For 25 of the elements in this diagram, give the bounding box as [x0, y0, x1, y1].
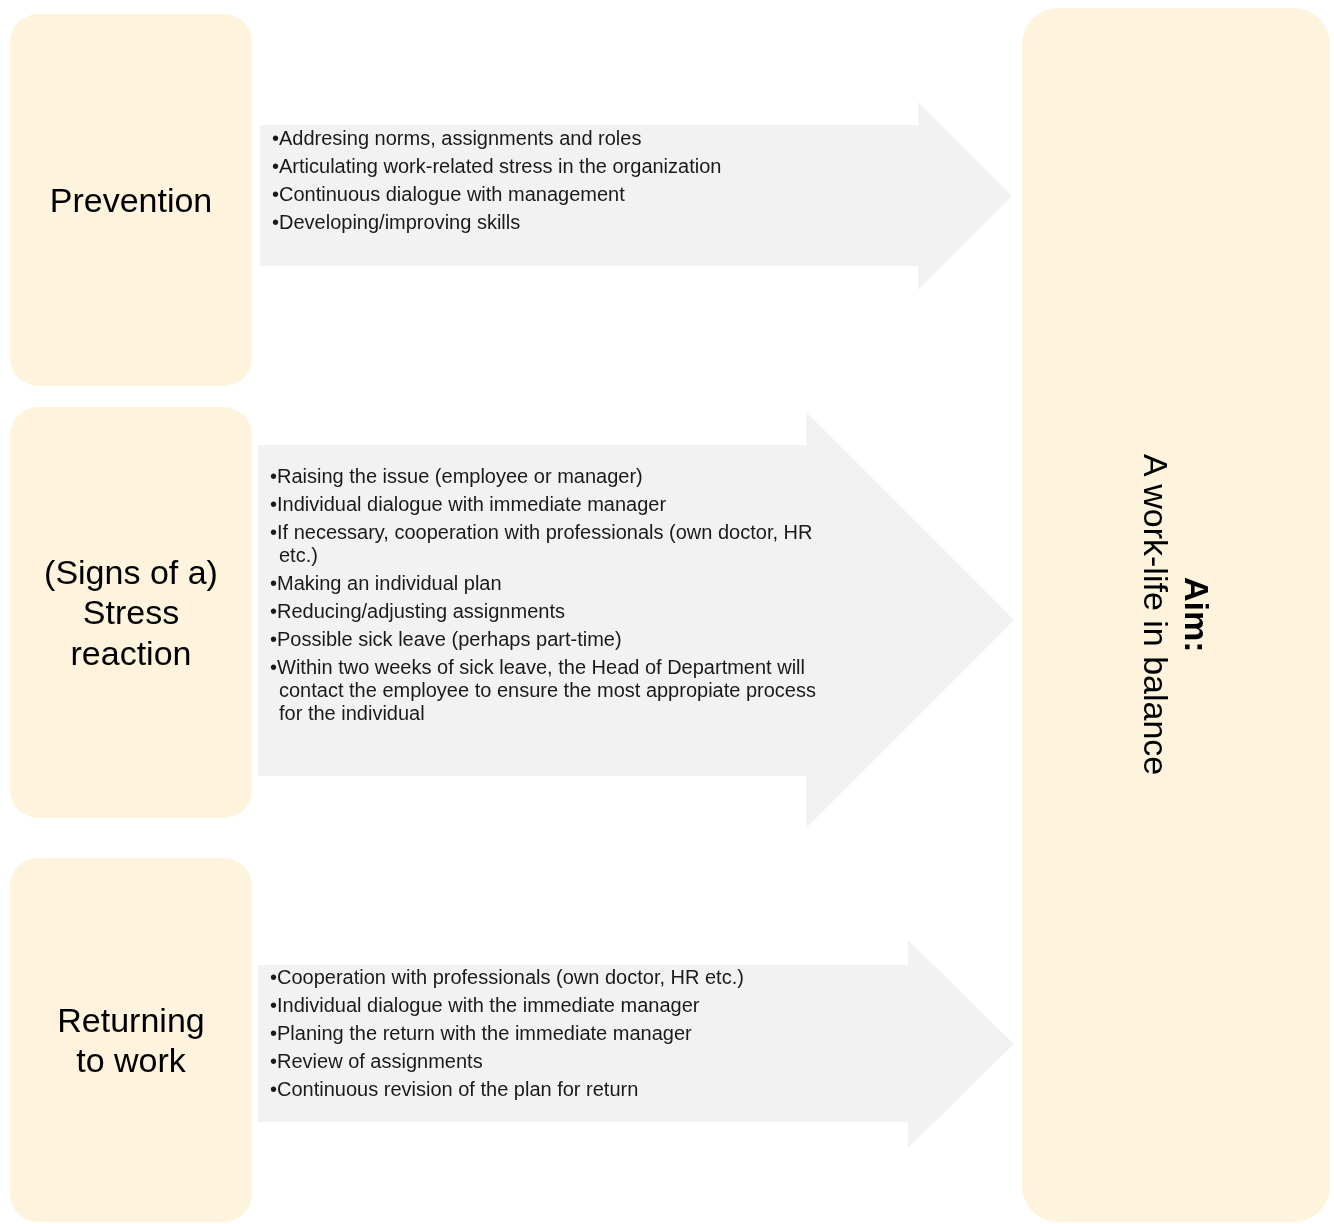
- goal-heading: Aim:: [1176, 577, 1217, 653]
- bullet-item: •Possible sick leave (perhaps part-time): [270, 628, 623, 651]
- bullet-item: •Planing the return with the immediate manager: [270, 1022, 693, 1045]
- bullet-item: •Review of assignments: [270, 1050, 484, 1073]
- bullet-item: •Articulating work-related stress in the organization: [272, 155, 723, 178]
- bullet-item: •Individual dialogue with the immediate manager: [270, 994, 701, 1017]
- bullet-item: •Addresing norms, assignments and roles: [272, 127, 643, 150]
- bullet-item: •Continuous dialogue with management: [272, 183, 626, 206]
- goal-box: [1022, 8, 1330, 1222]
- stage-label: Prevention: [49, 179, 213, 221]
- bullet-item: •Within two weeks of sick leave, the Head of Department will contact the employee to ensure the most appropiate process for the individual: [270, 656, 817, 725]
- stage-label: Returning to work: [56, 999, 206, 1081]
- goal-text: A work-life in balance: [1136, 454, 1176, 776]
- bullet-item: •Continuous revision of the plan for return: [270, 1078, 640, 1101]
- bullet-item: •Making an individual plan: [270, 572, 503, 595]
- bullet-item: •Reducing/adjusting assignments: [270, 600, 566, 623]
- stage-box: [10, 407, 252, 818]
- bullet-item: •Raising the issue (employee or manager): [270, 465, 644, 488]
- bullet-item: •Developing/improving skills: [272, 211, 522, 234]
- bullet-item: •Individual dialogue with immediate manager: [270, 493, 668, 516]
- stage-box: [10, 858, 252, 1222]
- bullet-item: •If necessary, cooperation with professionals (own doctor, HR etc.): [270, 521, 814, 567]
- bullet-item: •Cooperation with professionals (own doctor, HR etc.): [270, 966, 745, 989]
- stage-box: [10, 14, 252, 386]
- stage-label: (Signs of a) Stress reaction: [43, 552, 219, 673]
